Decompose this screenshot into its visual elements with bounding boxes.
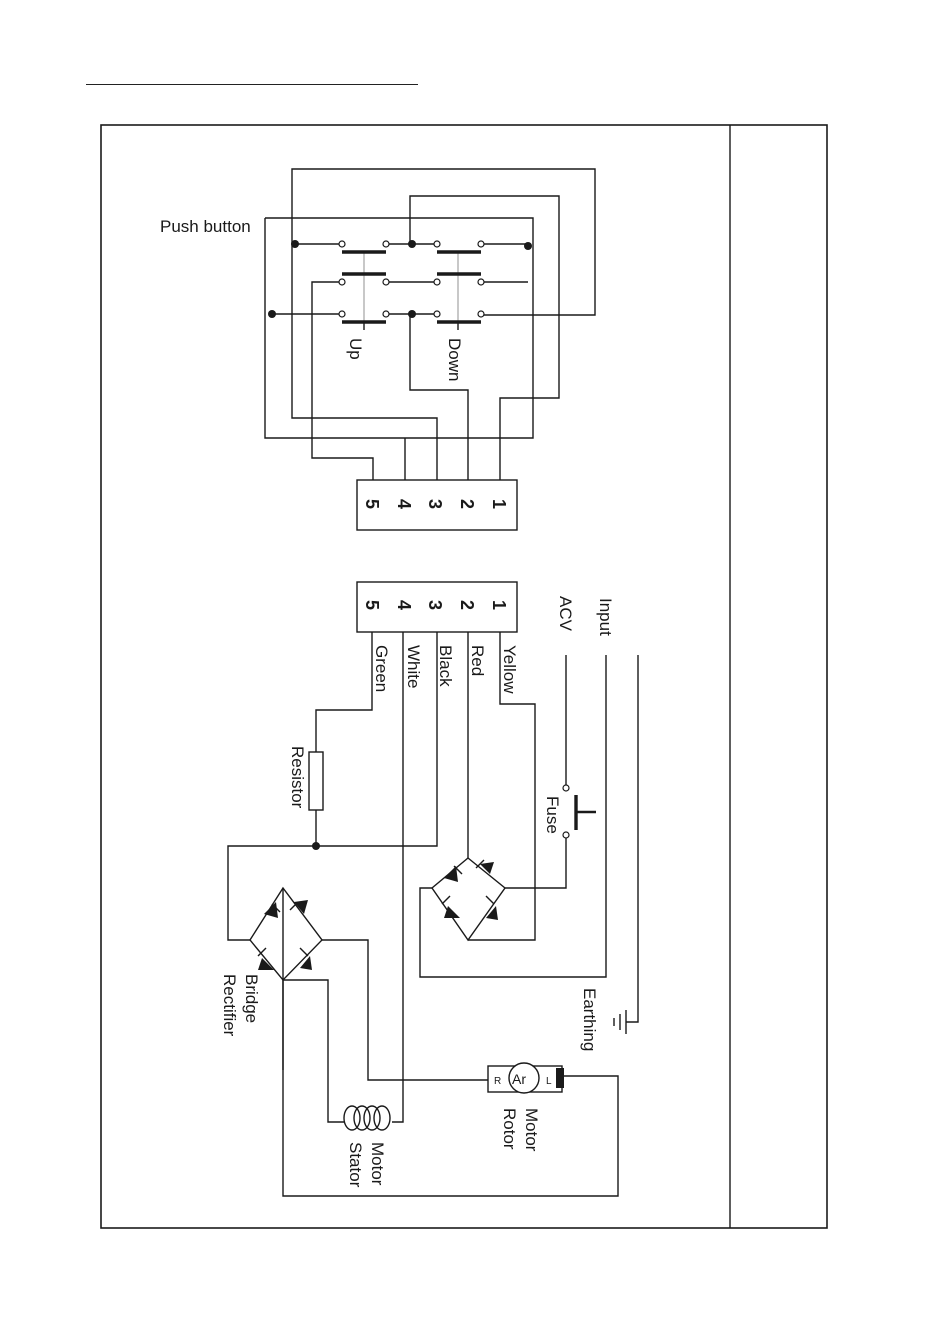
top-pin-4: 4 xyxy=(394,499,414,509)
top-connector: 5 4 3 2 1 xyxy=(357,480,517,530)
motor-stator-label-1: Motor xyxy=(368,1142,387,1186)
motor-rotor-label-1: Motor xyxy=(522,1108,541,1152)
top-pin-3: 3 xyxy=(425,499,445,509)
fuse-switch xyxy=(563,785,596,838)
resistor-body xyxy=(309,752,323,810)
upper-bridge-rectifier xyxy=(432,858,505,940)
bottom-pin-3: 3 xyxy=(425,600,445,610)
motor-rotor-label-2: Rotor xyxy=(500,1108,519,1150)
bottom-pin-2: 2 xyxy=(457,600,477,610)
bottom-pin-5: 5 xyxy=(362,600,382,610)
bottom-pin-1: 1 xyxy=(489,600,509,610)
acv-label: ACV xyxy=(556,596,575,632)
wire-red-label: Red xyxy=(468,645,487,676)
lower-circuit-wiring xyxy=(228,632,638,1196)
push-button-wiring xyxy=(265,169,595,480)
wire-green-label: Green xyxy=(372,645,391,692)
rotor-l-terminal: L xyxy=(546,1076,552,1087)
fuse-label: Fuse xyxy=(543,796,562,834)
rotor-r-terminal: R xyxy=(494,1076,501,1087)
resistor-label: Resistor xyxy=(288,746,307,809)
wire-yellow-label: Yellow xyxy=(500,645,519,694)
rectifier-label: Rectifier xyxy=(220,974,239,1037)
motor-stator-label-2: Stator xyxy=(346,1142,365,1188)
bottom-pin-4: 4 xyxy=(394,600,414,610)
up-label: Up xyxy=(346,338,365,360)
lower-bridge-rectifier xyxy=(250,888,322,980)
down-label: Down xyxy=(445,338,464,381)
rotor-symbol: Ar xyxy=(512,1071,526,1087)
bridge-label: Bridge xyxy=(242,974,261,1023)
wire-black-label: Black xyxy=(436,645,455,687)
top-pin-5: 5 xyxy=(362,499,382,509)
earthing-label: Earthing xyxy=(580,988,599,1051)
motor-stator-coil xyxy=(344,1106,390,1130)
top-pin-2: 2 xyxy=(457,499,477,509)
push-button-label: Push button xyxy=(160,217,251,236)
top-pin-1: 1 xyxy=(489,499,509,509)
wire-white-label: White xyxy=(404,645,423,688)
input-label: Input xyxy=(596,598,615,636)
bottom-connector: 5 4 3 2 1 xyxy=(357,582,517,632)
diagram-frame xyxy=(101,125,827,1228)
